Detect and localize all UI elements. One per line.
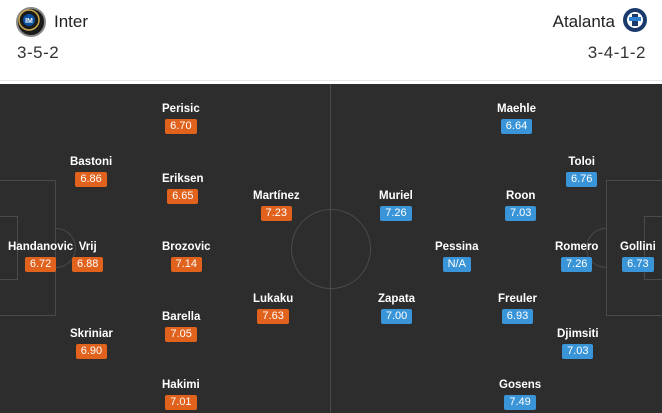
player-name: Vrij xyxy=(78,241,97,253)
player-rating: 6.88 xyxy=(72,257,104,272)
player-lukaku[interactable]: Lukaku 7.63 xyxy=(253,293,293,324)
pitch: Handanovic 6.72 Bastoni 6.86 Vrij 6.88 S… xyxy=(0,84,662,413)
player-name: Eriksen xyxy=(162,173,204,185)
player-muriel[interactable]: Muriel 7.26 xyxy=(379,190,413,221)
player-name: Handanovic xyxy=(8,241,74,253)
player-gosens[interactable]: Gosens 7.49 xyxy=(499,379,541,410)
player-rating: 7.14 xyxy=(170,257,202,272)
player-rating: 6.65 xyxy=(167,189,199,204)
svg-text:IM: IM xyxy=(25,18,33,25)
player-eriksen[interactable]: Eriksen 6.65 xyxy=(162,173,204,204)
player-rating: 6.90 xyxy=(75,344,108,359)
away-goal-area xyxy=(644,216,662,280)
player-vrij[interactable]: Vrij 6.88 xyxy=(72,241,104,272)
player-djimsiti[interactable]: Djimsiti 7.03 xyxy=(557,328,599,359)
player-name: Martínez xyxy=(253,190,300,202)
player-bastoni[interactable]: Bastoni 6.86 xyxy=(70,156,112,187)
player-rating: 7.49 xyxy=(504,395,536,410)
player-brozovic[interactable]: Brozovic 7.14 xyxy=(162,241,211,272)
home-goal-area xyxy=(0,216,18,280)
player-rating: 7.63 xyxy=(257,309,289,324)
player-handanovic[interactable]: Handanovic 6.72 xyxy=(8,241,73,272)
player-rating: 7.26 xyxy=(380,206,412,221)
player-romero[interactable]: Romero 7.26 xyxy=(555,241,598,272)
player-gollini[interactable]: Gollini 6.73 xyxy=(620,241,656,272)
player-name: Brozovic xyxy=(162,241,211,253)
player-rating: 7.01 xyxy=(165,395,197,410)
player-name: Roon xyxy=(506,190,536,202)
player-rating: 6.86 xyxy=(75,172,107,187)
player-rating: 7.05 xyxy=(165,327,197,342)
player-name: Djimsiti xyxy=(557,328,599,340)
player-rating: N/A xyxy=(442,257,471,272)
player-name: Skriniar xyxy=(70,328,113,340)
player-martinez[interactable]: Martínez 7.23 xyxy=(253,190,300,221)
away-penalty-box xyxy=(606,180,662,316)
player-hakimi[interactable]: Hakimi 7.01 xyxy=(162,379,200,410)
inter-crest-icon: IM xyxy=(16,7,46,37)
player-rating: 6.70 xyxy=(165,119,197,134)
player-name: Romero xyxy=(555,241,599,253)
player-rating: 7.03 xyxy=(562,344,594,359)
match-header: IM Inter 3-5-2 Atalanta 3-4-1-2 xyxy=(0,0,662,81)
player-name: Freuler xyxy=(498,293,537,305)
player-zapata[interactable]: Zapata 7.00 xyxy=(378,293,415,324)
player-name: Toloi xyxy=(568,156,596,168)
player-name: Hakimi xyxy=(162,379,200,391)
player-rating: 7.03 xyxy=(505,206,537,221)
player-name: Pessina xyxy=(435,241,479,253)
player-name: Perisic xyxy=(162,103,200,115)
player-rating: 7.23 xyxy=(260,206,293,221)
player-perisic[interactable]: Perisic 6.70 xyxy=(162,103,200,134)
player-skriniar[interactable]: Skriniar 6.90 xyxy=(70,328,113,359)
away-formation: 3-4-1-2 xyxy=(587,43,646,62)
player-toloi[interactable]: Toloi 6.76 xyxy=(566,156,598,187)
player-name: Barella xyxy=(162,311,201,323)
player-rating: 7.26 xyxy=(561,257,593,272)
player-name: Bastoni xyxy=(70,156,113,168)
player-name: Muriel xyxy=(379,190,413,202)
player-rating: 6.64 xyxy=(500,119,533,134)
player-rating: 6.76 xyxy=(566,172,598,187)
home-formation: 3-5-2 xyxy=(17,43,60,62)
player-barella[interactable]: Barella 7.05 xyxy=(162,311,200,342)
away-team-name[interactable]: Atalanta xyxy=(552,12,615,31)
player-rating: 6.93 xyxy=(501,309,534,324)
player-roon[interactable]: Roon 7.03 xyxy=(505,190,537,221)
player-name: Gollini xyxy=(620,241,656,253)
player-name: Maehle xyxy=(497,103,536,115)
player-pessina[interactable]: Pessina N/A xyxy=(435,241,478,272)
center-circle xyxy=(291,209,371,289)
home-penalty-box xyxy=(0,180,56,316)
player-rating: 6.72 xyxy=(24,257,57,272)
player-name: Lukaku xyxy=(253,293,294,305)
player-name: Gosens xyxy=(499,379,542,391)
player-maehle[interactable]: Maehle 6.64 xyxy=(497,103,536,134)
player-rating: 6.73 xyxy=(622,257,654,272)
atalanta-crest-icon xyxy=(622,7,648,33)
player-rating: 7.00 xyxy=(380,309,413,324)
player-freuler[interactable]: Freuler 6.93 xyxy=(498,293,537,324)
player-name: Zapata xyxy=(378,293,416,305)
home-team-name[interactable]: Inter xyxy=(54,12,89,31)
